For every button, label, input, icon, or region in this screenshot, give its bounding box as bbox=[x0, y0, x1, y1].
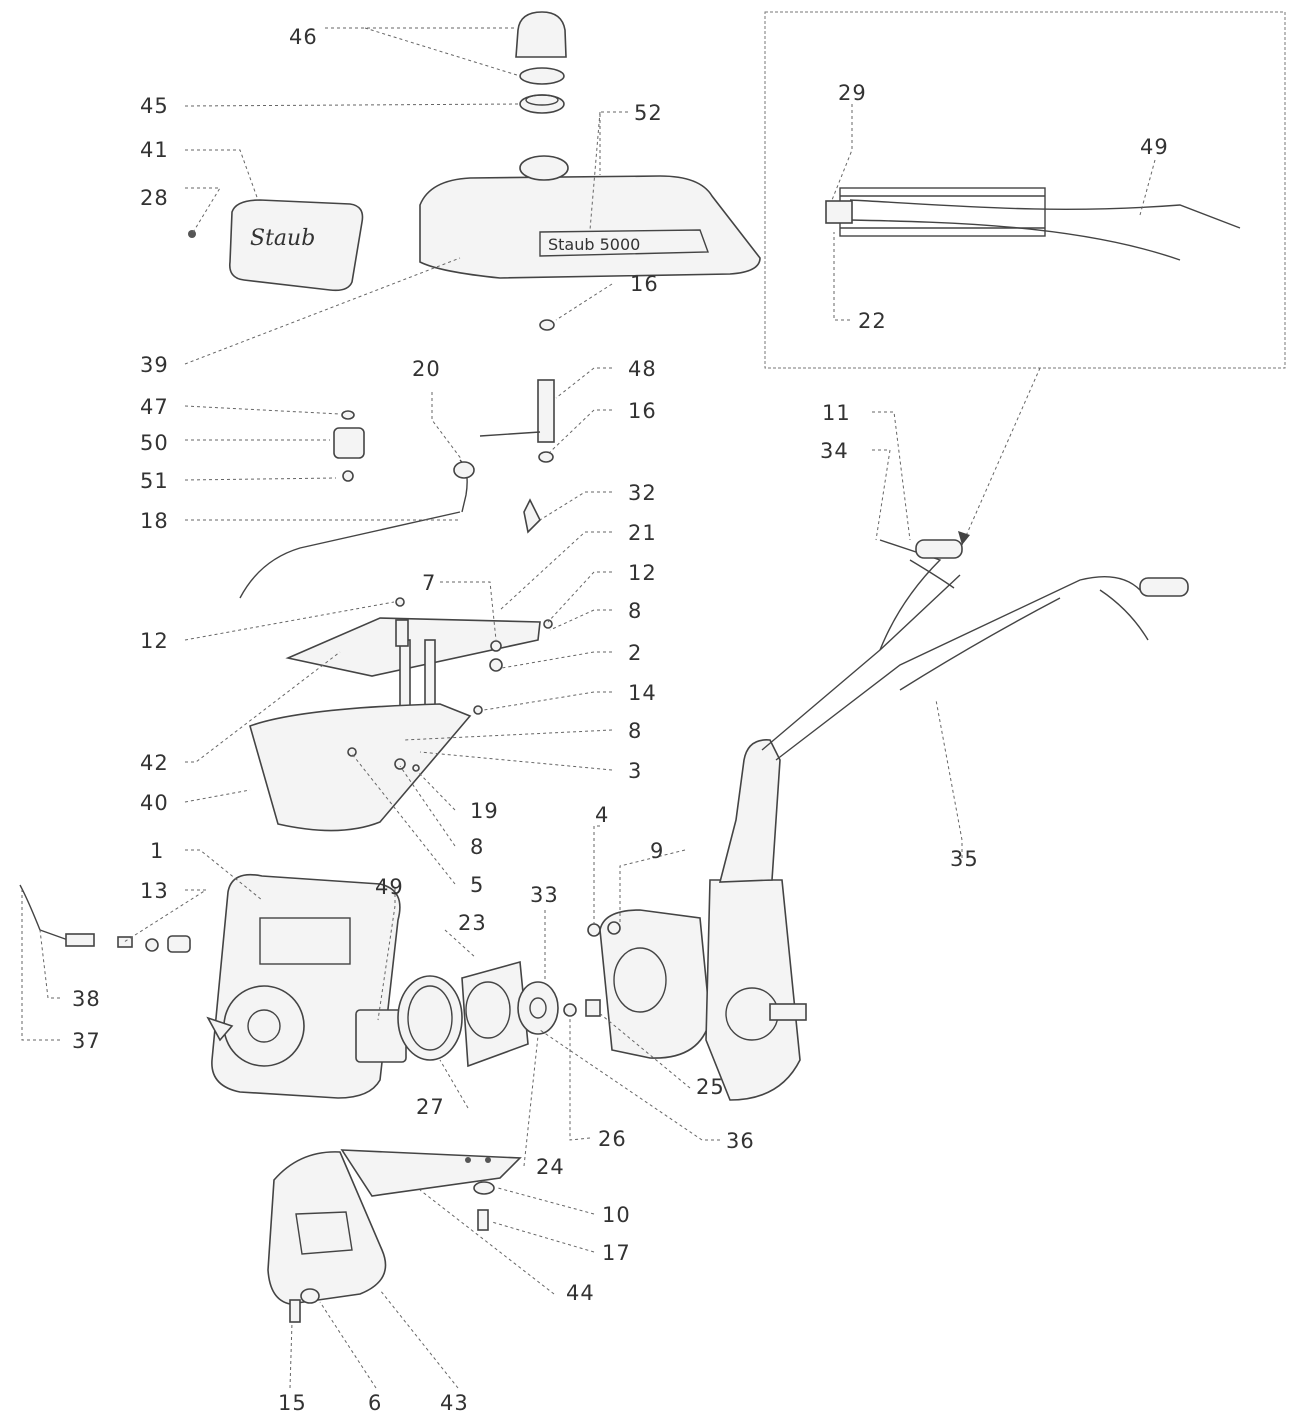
callout-5: 5 bbox=[470, 873, 484, 897]
callout-22: 22 bbox=[858, 309, 887, 333]
callout-16-top: 16 bbox=[630, 272, 659, 296]
throttle-cable-37 bbox=[19, 884, 69, 941]
base-plate-44 bbox=[340, 1149, 522, 1231]
throttle-lever-11 bbox=[909, 559, 955, 589]
clip-32 bbox=[523, 498, 541, 534]
nameplate-41: Staub bbox=[188, 199, 364, 292]
callout-15: 15 bbox=[278, 1391, 307, 1415]
left-grip bbox=[915, 539, 963, 559]
callout-labels: 46 45 52 41 28 16 39 20 48 47 16 50 51 3… bbox=[72, 25, 1169, 1415]
callout-39: 39 bbox=[140, 353, 169, 377]
callout-7: 7 bbox=[422, 571, 436, 595]
callout-23: 23 bbox=[458, 911, 487, 935]
clutch-assembly bbox=[397, 960, 601, 1068]
callout-29: 29 bbox=[838, 81, 867, 105]
callout-40: 40 bbox=[140, 791, 169, 815]
inset-pointer-arrow bbox=[961, 367, 1041, 546]
block-50 bbox=[333, 427, 365, 459]
callout-13: 13 bbox=[140, 879, 169, 903]
callout-17: 17 bbox=[602, 1241, 631, 1265]
engine-1 bbox=[19, 873, 407, 1099]
leader-lines bbox=[21, 27, 1156, 1389]
screw-28 bbox=[188, 230, 196, 238]
callout-10: 10 bbox=[602, 1203, 631, 1227]
callout-19: 19 bbox=[470, 799, 499, 823]
callout-8-top: 8 bbox=[628, 599, 642, 623]
callout-3: 3 bbox=[628, 759, 642, 783]
callout-25: 25 bbox=[696, 1075, 725, 1099]
callout-45: 45 bbox=[140, 94, 169, 118]
right-grip bbox=[1139, 577, 1189, 597]
callout-9: 9 bbox=[650, 839, 664, 863]
fuel-valve-48 bbox=[537, 379, 555, 443]
small-parts bbox=[239, 319, 555, 599]
callout-44: 44 bbox=[566, 1281, 595, 1305]
callout-48: 48 bbox=[628, 357, 657, 381]
callout-12-left: 12 bbox=[140, 629, 169, 653]
belt-guard-40 bbox=[249, 703, 472, 832]
callout-36: 36 bbox=[726, 1129, 755, 1153]
callout-2: 2 bbox=[628, 641, 642, 665]
callout-50: 50 bbox=[140, 431, 169, 455]
callout-33: 33 bbox=[530, 883, 559, 907]
callout-8-low: 8 bbox=[470, 835, 484, 859]
cable-nipple-29 bbox=[825, 200, 853, 224]
callout-26: 26 bbox=[598, 1127, 627, 1151]
callout-6: 6 bbox=[368, 1391, 382, 1415]
callout-21: 21 bbox=[628, 521, 657, 545]
callout-46: 46 bbox=[289, 25, 318, 49]
mounting-frame-42 bbox=[285, 597, 553, 749]
fuel-line-18 bbox=[239, 511, 461, 599]
callout-14: 14 bbox=[628, 681, 657, 705]
model-mark: Staub 5000 bbox=[548, 235, 640, 254]
callout-11: 11 bbox=[822, 401, 851, 425]
callout-20: 20 bbox=[412, 357, 441, 381]
callout-35: 35 bbox=[950, 847, 979, 871]
callout-8-mid: 8 bbox=[628, 719, 642, 743]
callout-32: 32 bbox=[628, 481, 657, 505]
cover-43 bbox=[267, 1151, 387, 1323]
callout-27: 27 bbox=[416, 1095, 445, 1119]
callout-1: 1 bbox=[150, 839, 164, 863]
callout-16-mid: 16 bbox=[628, 399, 657, 423]
handlebar-35 bbox=[718, 539, 1189, 883]
clutch-lever bbox=[1099, 589, 1149, 641]
callout-28: 28 bbox=[140, 186, 169, 210]
callout-51: 51 bbox=[140, 469, 169, 493]
callout-43: 43 bbox=[440, 1391, 469, 1415]
callout-52: 52 bbox=[634, 101, 663, 125]
cable-end-38 bbox=[65, 933, 95, 947]
callout-38: 38 bbox=[72, 987, 101, 1011]
callout-42: 42 bbox=[140, 751, 169, 775]
callout-49-inset: 49 bbox=[1140, 135, 1169, 159]
fuel-tap-20 bbox=[453, 461, 475, 479]
callout-24: 24 bbox=[536, 1155, 565, 1179]
gearbox-9 bbox=[587, 879, 807, 1101]
callout-18: 18 bbox=[140, 509, 169, 533]
nut-4 bbox=[587, 923, 601, 937]
brand-logo: Staub bbox=[250, 226, 315, 251]
pulley-33 bbox=[517, 981, 559, 1035]
callout-34: 34 bbox=[820, 439, 849, 463]
fuel-tank-52: Staub 5000 bbox=[419, 155, 761, 279]
bearing-housing-23 bbox=[461, 960, 529, 1068]
callout-41: 41 bbox=[140, 138, 169, 162]
fuel-cap-46 bbox=[515, 11, 567, 114]
callout-12-right: 12 bbox=[628, 561, 657, 585]
callout-49-engine: 49 bbox=[375, 875, 404, 899]
callout-37: 37 bbox=[72, 1029, 101, 1053]
inset-detail-box bbox=[764, 11, 1286, 546]
callout-4: 4 bbox=[595, 803, 609, 827]
callout-47: 47 bbox=[140, 395, 169, 419]
